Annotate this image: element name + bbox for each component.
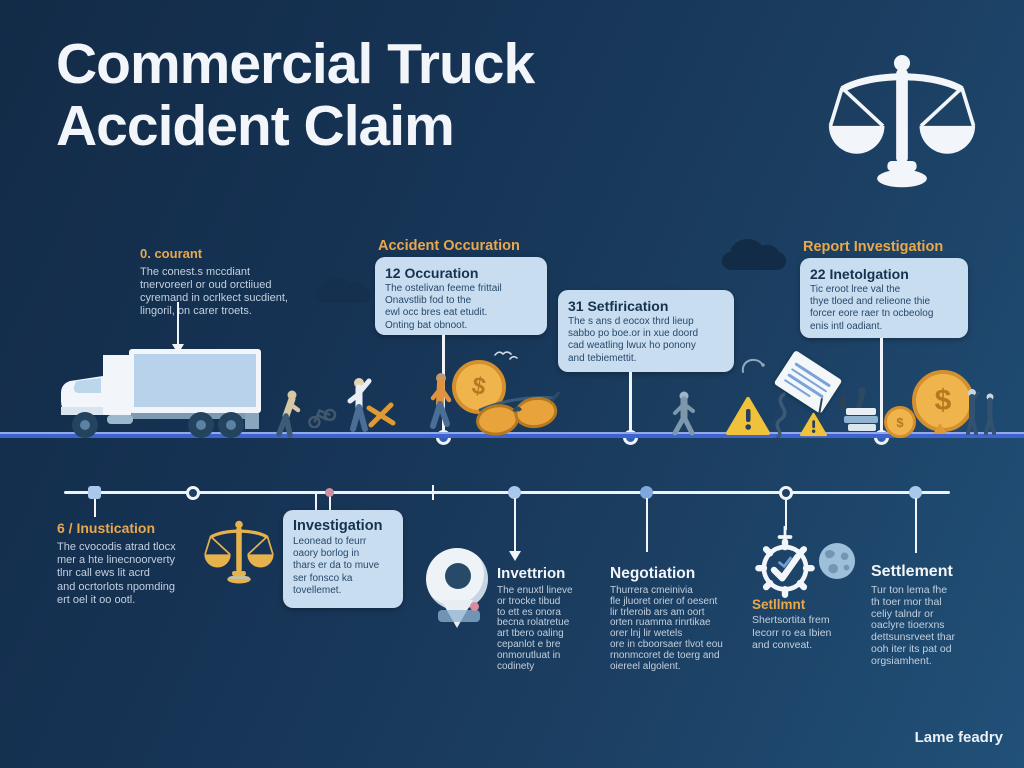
warning-triangle-icon (726, 397, 770, 435)
ball-dot (470, 602, 479, 611)
stem-line (329, 494, 331, 512)
timeline-tick (432, 485, 434, 500)
card-body: Leonead to feurr oaory borlog in thars e… (293, 536, 380, 596)
step-body-negotiation: Thurrera cmeinivia fle jluoret orier of … (610, 585, 723, 672)
card-body: The s ans d eocox thrd lieup sabbo po bo… (568, 316, 699, 364)
pointer-line (177, 302, 179, 344)
globe-icon (818, 542, 856, 580)
step-heading-occuration: Accident Occuration (378, 238, 520, 254)
stem-line (785, 498, 787, 530)
step-heading-inustication: 6 / Inustication (57, 520, 156, 536)
stem-line (315, 494, 317, 512)
timeline-node (640, 486, 653, 499)
card-occuration: 12 Occuration The ostelivan feeme fritta… (375, 257, 547, 335)
timeline-line (64, 491, 950, 494)
person-on-books-icon (840, 387, 878, 431)
step-body-courant: The conest.s mccdiant tnervoreerl or oud… (140, 266, 288, 317)
stem-line (629, 372, 632, 434)
card-report: 22 Inetolgation Tic eroot lree val the t… (800, 258, 968, 338)
step-heading-negotiation: Negotiation (610, 565, 696, 582)
hook-line-icon (741, 358, 765, 373)
warning-triangle-icon (800, 412, 827, 437)
magnifier-ball-icon (426, 548, 496, 652)
step-heading-invettrion: Invettrion (497, 565, 566, 582)
step-heading-setllmnt: Setllmnt (752, 597, 806, 612)
timeline-node (88, 486, 101, 499)
stem-line (880, 338, 883, 434)
step-heading-settlement: Settlement (871, 563, 953, 580)
card-body: The ostelivan feeme frittail Onavstlib f… (385, 283, 502, 331)
arrow-down-icon (509, 551, 521, 561)
coin-icon: $ (884, 406, 916, 438)
scales-of-justice-icon (204, 520, 274, 584)
scales-of-justice-icon (828, 55, 976, 188)
person-icon (430, 373, 452, 429)
stem-line (915, 498, 917, 553)
step-heading-report: Report Investigation (803, 239, 944, 255)
timeline-node (508, 486, 521, 499)
warning-cone-icon (933, 423, 947, 434)
page-title: Commercial Truck Accident Claim (56, 32, 535, 158)
x-mark-icon (366, 402, 396, 428)
bird-icon (494, 351, 518, 360)
step-body-invettrion: The enuxtl lineve or trocke tibud to ett… (497, 585, 573, 672)
stem-line (646, 498, 648, 552)
cloud-icon (316, 277, 370, 303)
step-heading-courant: 0. courant (140, 246, 203, 261)
coin-symbol: $ (934, 384, 952, 417)
card-setfirication: 31 Setfirication The s ans d eocox thrd … (558, 290, 734, 372)
coin-symbol: $ (896, 414, 904, 430)
person-icon (672, 391, 695, 436)
card-title: 31 Setfirication (568, 298, 669, 314)
timeline-node (909, 486, 922, 499)
card-title: 22 Inetolgation (810, 266, 909, 282)
fallen-motorcycle-icon (308, 408, 337, 428)
stem-line (514, 498, 516, 552)
truck-icon (61, 349, 261, 438)
footer-label: Lame feadry (914, 729, 1003, 746)
coin-icon: $ (452, 360, 506, 414)
card-body: Tic eroot lree val the thye tloed and re… (810, 284, 934, 332)
stem-line (94, 499, 96, 517)
goggles-icon (476, 392, 561, 436)
step-body-inustication: The cvocodis atrad tlocx mer a hte linec… (57, 541, 176, 606)
card-title: Investigation (293, 518, 383, 534)
step-body-setllmnt: Shertsortita frem Iecorr ro ea Ibien and… (752, 614, 832, 652)
squiggle-icon (775, 392, 787, 438)
ball-core (445, 563, 471, 589)
road-line (0, 432, 1024, 438)
timeline-node (325, 488, 334, 497)
person-icon (347, 378, 372, 432)
step-body-settlement: Tur ton lema fhe th toer mor thal celiy … (871, 584, 956, 667)
card-title: 12 Occuration (385, 265, 479, 281)
cloud-icon (722, 239, 786, 270)
ball-base (438, 610, 480, 622)
person-icon (276, 390, 301, 438)
gear-check-icon (755, 526, 815, 598)
timeline-node (186, 486, 200, 500)
card-investigation: Investigation Leonead to feurr oaory bor… (283, 510, 403, 608)
person-icon (966, 389, 996, 435)
